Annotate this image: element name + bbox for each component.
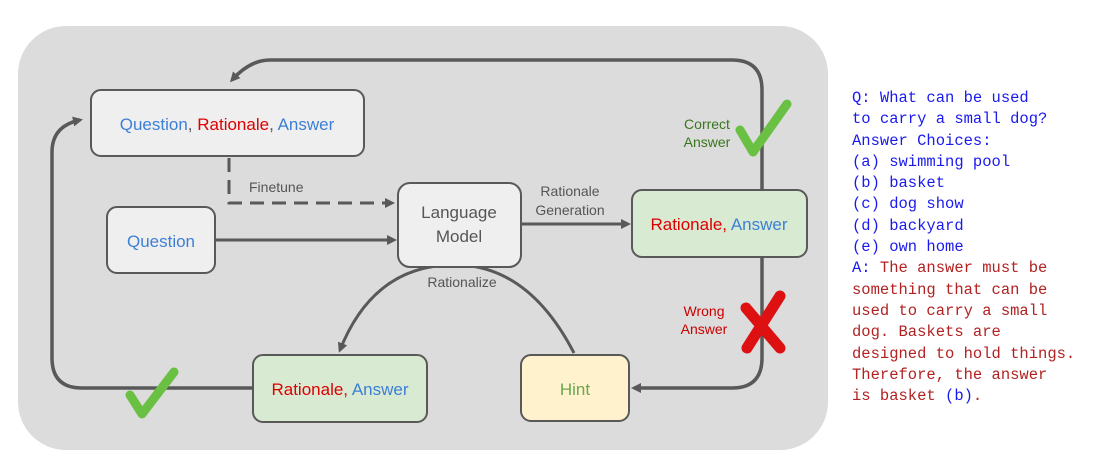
example-qa-panel: Q: What can be used to carry a small dog… — [852, 88, 1114, 407]
correct-answer-label-line2: Answer — [684, 134, 731, 150]
correct-answer-loop-arrow — [229, 58, 764, 190]
example-question-line: (d) backyard — [852, 216, 964, 235]
hint-box — [520, 354, 630, 422]
wrong-answer-label-line2: Answer — [681, 321, 728, 337]
wrong-answer-arrow — [631, 258, 764, 393]
example-answer-line: A: The answer must be — [852, 259, 1048, 278]
example-answer-line: dog. Baskets are — [852, 323, 1001, 342]
example-answer-line: Therefore, the answer — [852, 365, 1048, 384]
example-question-line: Q: What can be used — [852, 89, 1029, 107]
example-question-line: (e) own home — [852, 238, 964, 257]
question-label: Question — [127, 232, 195, 251]
green-checkmark-icon — [125, 367, 179, 419]
example-question-block: Q: What can be used to carry a small dog… — [852, 88, 1114, 258]
question-rationale-answer-box — [90, 89, 365, 157]
example-answer-line: designed to hold things. — [852, 344, 1076, 363]
rationale-generation-label-line1: Rationale — [540, 183, 599, 199]
question-rationale-answer-label: Question, Rationale, Answer — [120, 115, 335, 134]
rationale-answer-right-label: Rationale, Answer — [650, 215, 787, 234]
bottom-loop-arrow — [50, 116, 252, 390]
question-box — [106, 206, 216, 274]
language-model-box — [397, 182, 522, 268]
rationale-generation-label-line2: Generation — [535, 202, 604, 218]
rationale-answer-bottom-label: Rationale, Answer — [271, 380, 408, 399]
example-answer-block: A: The answer must be something that can… — [852, 258, 1114, 407]
example-answer-line: something that can be — [852, 280, 1048, 299]
hint-label: Hint — [560, 380, 591, 399]
green-checkmark-icon — [735, 99, 792, 157]
finetune-arrow — [227, 158, 395, 208]
rationale-answer-box-right — [631, 189, 808, 258]
red-cross-icon — [740, 290, 786, 354]
rationale-answer-box-bottom — [252, 354, 428, 423]
example-question-line: (b) basket — [852, 174, 946, 193]
language-model-label-line2: Model — [436, 227, 482, 246]
rationalize-label: Rationalize — [427, 274, 496, 290]
finetune-label: Finetune — [249, 179, 304, 195]
example-question-line: Answer Choices: — [852, 131, 992, 150]
correct-answer-label-line1: Correct — [684, 116, 730, 132]
example-answer-line-rest: The answer must be — [870, 259, 1048, 278]
example-question-line: (a) swimming pool — [852, 152, 1011, 171]
example-question-line: (c) dog show — [852, 195, 964, 214]
language-model-label-line1: Language — [421, 203, 497, 222]
wrong-answer-label-line1: Wrong — [684, 303, 725, 319]
example-answer-line: used to carry a small — [852, 301, 1048, 320]
example-question-line: to carry a small dog? — [852, 110, 1048, 129]
example-answer-line: is basket (b). — [852, 387, 983, 406]
